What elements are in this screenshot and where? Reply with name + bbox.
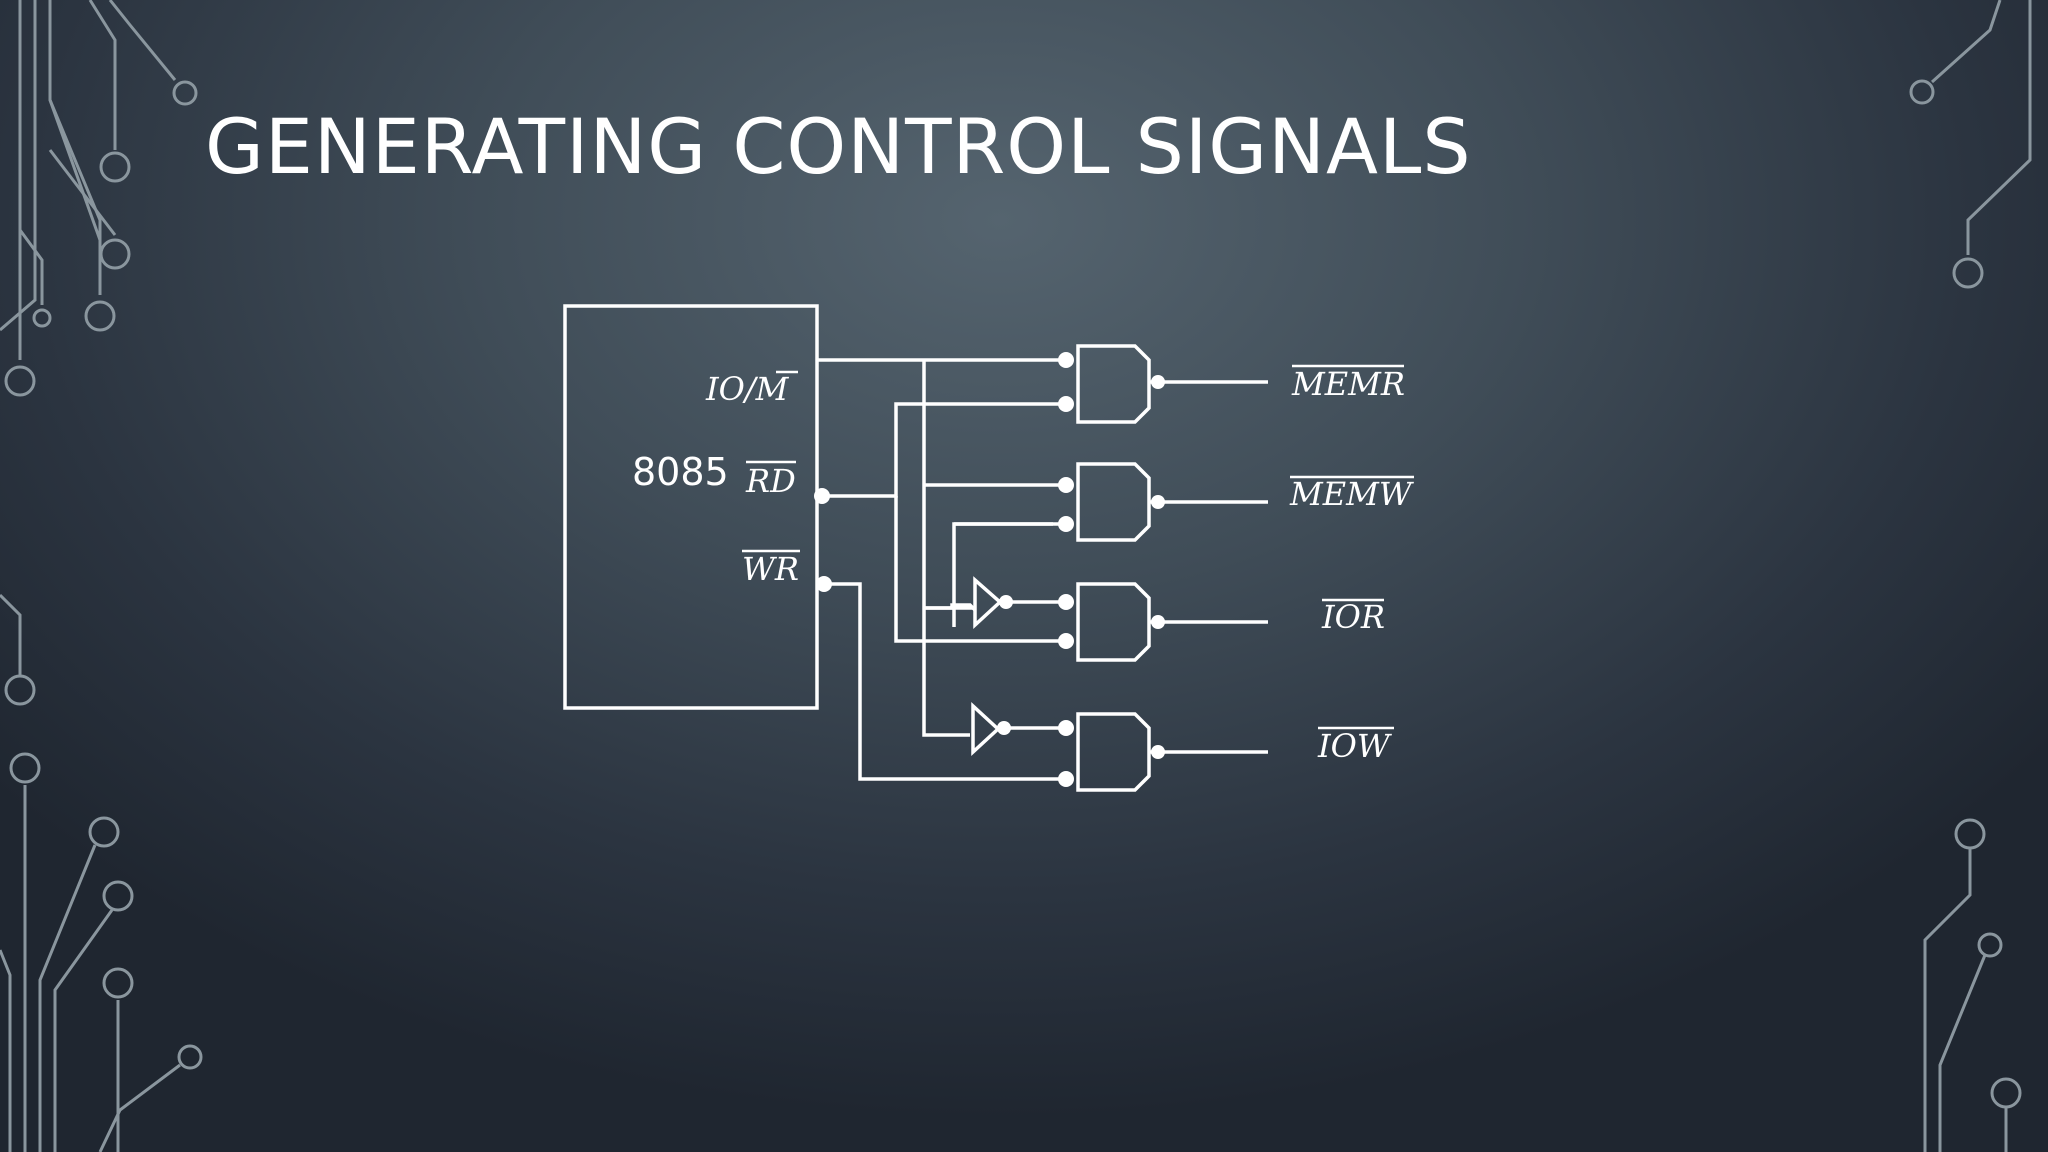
input-label-rd: RD bbox=[745, 460, 796, 500]
processor-label: 8085 bbox=[632, 450, 729, 494]
nand-gate-iow bbox=[1058, 712, 1268, 792]
svg-text:MEMW: MEMW bbox=[1289, 475, 1415, 513]
not-gate-iow bbox=[971, 702, 1011, 756]
wiring bbox=[817, 358, 1066, 781]
slide-title: GENERATING CONTROL SIGNALS bbox=[205, 102, 1472, 191]
right-bottom-traces bbox=[1923, 818, 2022, 1152]
junction-wr bbox=[816, 576, 832, 592]
svg-text:IO/M: IO/M bbox=[705, 370, 790, 408]
input-label-io-m-bar-part: M bbox=[755, 370, 790, 408]
not-gate-ior bbox=[973, 576, 1013, 629]
input-label-io-m: IO/M bbox=[705, 370, 798, 408]
nand-gate-memw bbox=[1058, 462, 1268, 542]
left-bottom-traces bbox=[0, 593, 203, 1152]
output-label-memw: MEMW bbox=[1289, 475, 1415, 513]
output-label-memr: MEMR bbox=[1291, 364, 1405, 403]
output-label-ior: IOR bbox=[1321, 598, 1385, 636]
svg-text:MEMR: MEMR bbox=[1291, 365, 1405, 403]
right-top-traces bbox=[1909, 0, 2032, 289]
nand-gate-memr bbox=[1058, 344, 1268, 424]
svg-text:IOR: IOR bbox=[1321, 598, 1385, 636]
left-top-traces bbox=[0, 0, 198, 397]
svg-text:IOW: IOW bbox=[1317, 727, 1393, 765]
input-label-wr: WR bbox=[742, 549, 800, 588]
output-label-iow: IOW bbox=[1317, 726, 1394, 765]
junction-rd bbox=[814, 488, 830, 504]
svg-text:RD: RD bbox=[745, 462, 796, 500]
svg-text:WR: WR bbox=[742, 550, 799, 588]
nand-gate-ior bbox=[1058, 582, 1268, 662]
processor-block bbox=[563, 304, 819, 710]
